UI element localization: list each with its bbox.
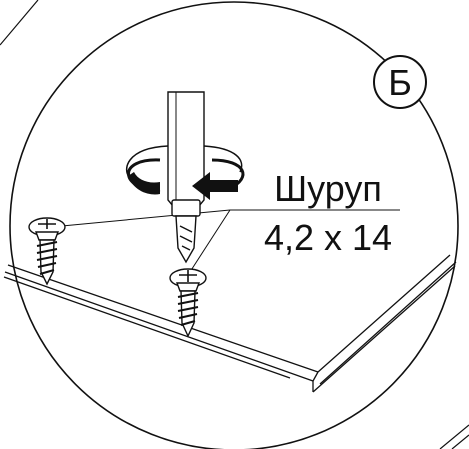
part-size-label: 4,2 x 14 (264, 217, 392, 258)
step-badge: Б (373, 55, 427, 109)
leader-lines (61, 209, 400, 276)
rotate-clockwise-arrow-icon (125, 145, 245, 200)
board-panel (3, 254, 457, 393)
wood-screw-icon (28, 217, 66, 286)
step-badge-letter: Б (388, 62, 412, 103)
screwdriver-icon (167, 91, 205, 264)
wood-screw-icon (169, 268, 207, 338)
detail-circle (9, 1, 459, 449)
part-name-label: Шуруп (274, 168, 382, 209)
